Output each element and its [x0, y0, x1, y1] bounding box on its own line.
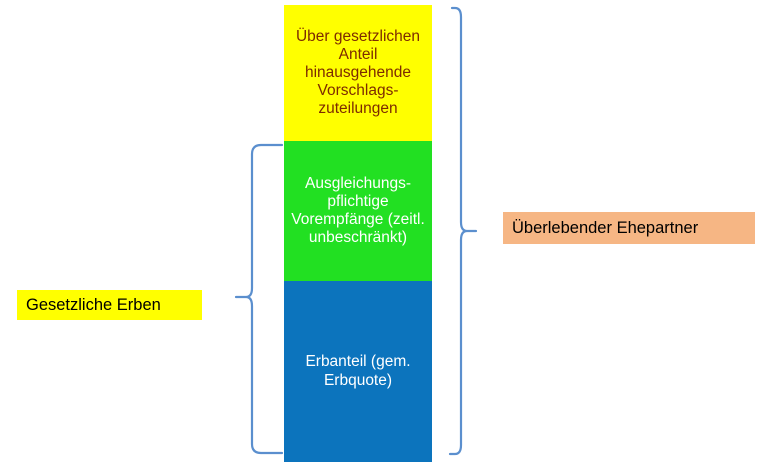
inheritance-stack: Über gesetzlichen Anteil hinausgehende V… [284, 5, 432, 462]
band-vorempfaenge-label: Ausgleichungs-pflichtige Vorempfänge (ze… [291, 174, 425, 247]
band-erbanteil-label: Erbanteil (gem. Erbquote) [305, 353, 411, 389]
left-brace-icon [234, 143, 284, 455]
band-erbanteil: Erbanteil (gem. Erbquote) [284, 281, 432, 462]
band-vorempfaenge: Ausgleichungs-pflichtige Vorempfänge (ze… [284, 141, 432, 281]
label-ueberlebender-ehepartner-text: Überlebender Ehepartner [512, 218, 699, 237]
right-brace-icon [448, 6, 478, 456]
band-vorschlagszuteilungen: Über gesetzlichen Anteil hinausgehende V… [284, 5, 432, 141]
label-gesetzliche-erben: Gesetzliche Erben [17, 290, 202, 320]
band-vorschlagszuteilungen-label: Über gesetzlichen Anteil hinausgehende V… [295, 27, 421, 118]
label-ueberlebender-ehepartner: Überlebender Ehepartner [503, 212, 755, 244]
label-gesetzliche-erben-text: Gesetzliche Erben [26, 295, 161, 314]
